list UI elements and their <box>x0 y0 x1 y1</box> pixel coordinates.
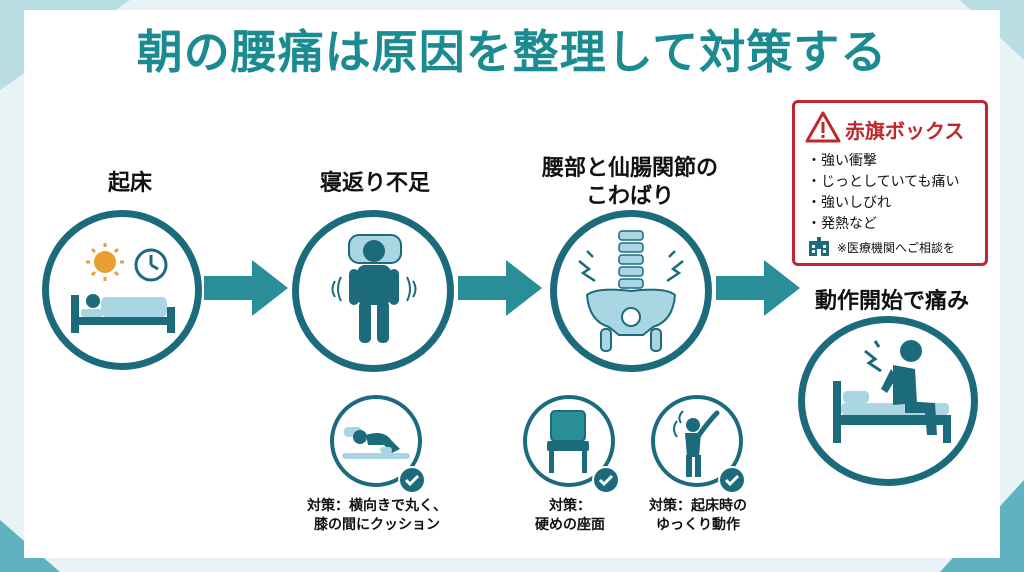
circle-stiffness <box>550 210 712 372</box>
circle-no-turning <box>292 210 454 372</box>
clock-icon <box>134 248 168 282</box>
red-flag-item: 発熱など <box>807 214 959 235</box>
check-icon <box>718 466 746 494</box>
stretching-person-illustration <box>673 410 720 477</box>
standing-person-illustration <box>331 234 417 343</box>
red-flag-item: 強い衝撃 <box>807 151 959 172</box>
pain-spark-icon <box>864 340 882 373</box>
red-flag-title: 赤旗ボックス <box>845 119 965 143</box>
arrow-1 <box>204 260 288 316</box>
spine-pelvis-illustration <box>578 230 684 352</box>
spine-icon <box>618 230 644 289</box>
page-title: 朝の腰痛は原因を整理して対策する <box>136 25 888 79</box>
circle-wakeup <box>42 210 202 370</box>
countermeasure-caption-slow-movement: 対策：起床時の ゆっくり動作 <box>628 497 768 535</box>
check-icon <box>398 466 426 494</box>
countermeasure-caption-side-sleeping: 対策：横向きで丸く、 膝の間にクッション <box>282 497 472 535</box>
step-label-no-turning: 寝返り不足 <box>319 171 430 196</box>
caption-line: ゆっくり動作 <box>656 516 740 533</box>
side-sleeping-illustration <box>342 427 410 459</box>
pain-spark-icon <box>578 250 684 283</box>
caption-line: 硬めの座面 <box>535 516 605 533</box>
step-label-stiffness-line1: 腰部と仙腸関節の <box>541 156 718 181</box>
step-label-stiffness-line2: こわばり <box>585 183 674 209</box>
red-flag-item: じっとしていても痛い <box>807 172 959 193</box>
countermeasure-caption-firm-seat: 対策： 硬めの座面 <box>520 497 620 535</box>
motion-lines-icon <box>331 276 417 302</box>
red-flag-note: ※医療機関へご相談を <box>837 241 956 255</box>
arrow-2 <box>458 260 542 316</box>
pelvis-icon <box>585 288 677 352</box>
step-label-wakeup: 起床 <box>107 171 152 196</box>
warning-icon <box>805 111 841 143</box>
arrow-3 <box>716 260 800 316</box>
red-flag-item: 強いしびれ <box>807 193 959 214</box>
step-label-stiffness: 腰部と仙腸関節の こわばり <box>520 155 740 210</box>
person-icon <box>349 240 399 343</box>
hospital-icon <box>809 237 829 256</box>
red-flag-list: 強い衝撃 じっとしていても痛い 強いしびれ 発熱など <box>807 151 959 235</box>
bed-icon <box>71 294 175 333</box>
check-icon <box>592 466 620 494</box>
caption-line: 対策：起床時の <box>649 498 747 514</box>
person-icon <box>881 340 937 435</box>
step-label-pain: 動作開始で痛み <box>814 289 969 314</box>
sitting-in-pain-illustration <box>833 340 951 443</box>
sun-icon <box>86 243 124 281</box>
bed-sleeping-illustration <box>71 243 175 333</box>
caption-line: 対策：横向きで丸く、 <box>307 498 447 514</box>
caption-line: 対策： <box>549 498 591 514</box>
red-flag-box: 赤旗ボックス 強い衝撃 じっとしていても痛い 強いしびれ 発熱など ※医療機関へ… <box>792 100 988 266</box>
circle-pain <box>798 316 978 486</box>
chair-icon <box>547 410 589 473</box>
caption-line: 膝の間にクッション <box>314 516 440 533</box>
